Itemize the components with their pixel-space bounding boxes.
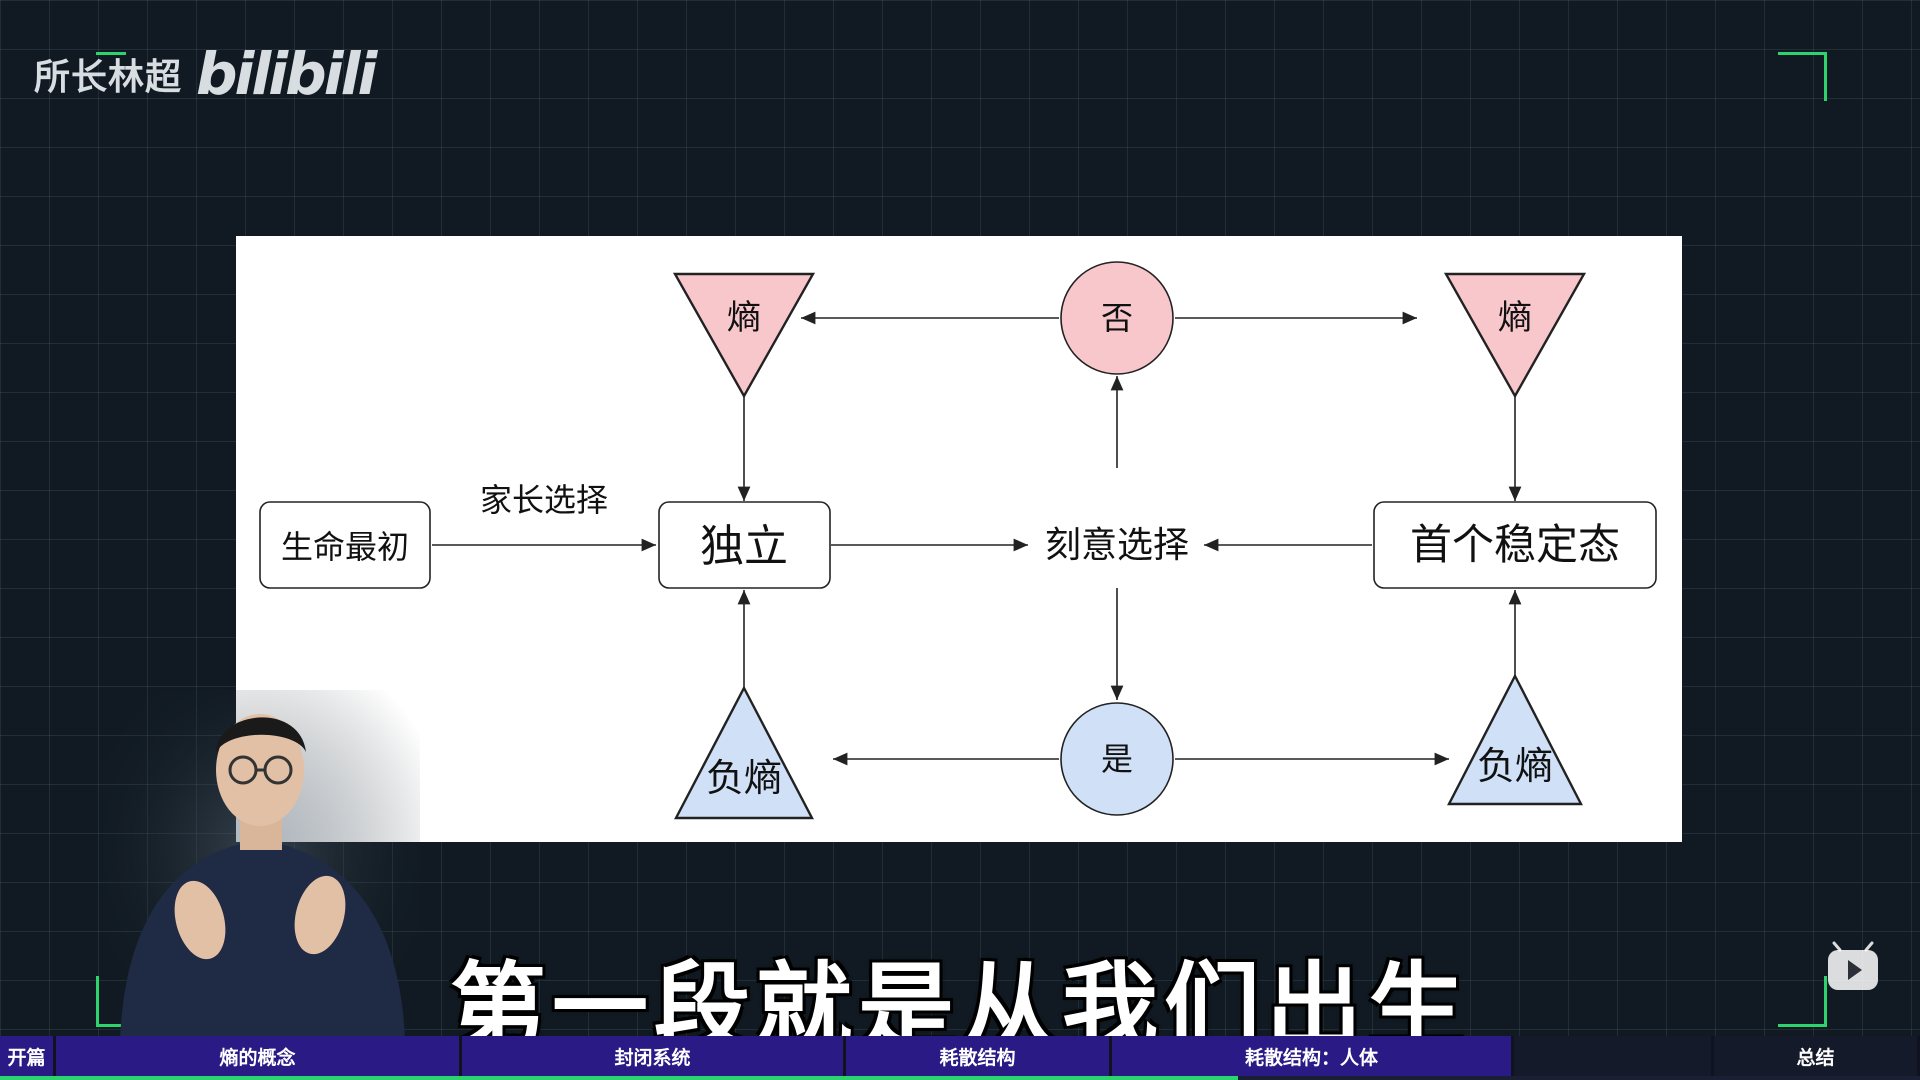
node-yes: 是 — [1101, 740, 1133, 778]
flow-diagram-canvas: 生命最初 独立 刻意选择 首个稳定态 家长选择 熵 熵 负熵 负熵 否 是 — [259, 261, 1657, 820]
node-deliberate-choice: 刻意选择 — [1045, 525, 1189, 566]
node-entropy-left-shape — [672, 272, 816, 399]
node-stable-box — [1373, 501, 1657, 589]
play-icon[interactable] — [1826, 940, 1880, 994]
chapter-closed-system[interactable]: 封闭系统 — [462, 1036, 846, 1076]
node-start-box — [259, 501, 431, 589]
bilibili-logo: bilibili — [196, 40, 377, 108]
chapter-unlabeled[interactable] — [1514, 1036, 1714, 1076]
edges — [432, 311, 1522, 766]
node-no-circle — [1060, 261, 1174, 375]
progress-fill — [0, 1076, 1239, 1080]
node-neg-entropy-right: 负熵 — [1477, 744, 1553, 788]
chapter-opening[interactable]: 开篇 — [0, 1036, 56, 1076]
channel-watermark: 所长林超 bilibili — [34, 40, 377, 108]
presenter-video — [100, 690, 420, 1042]
edge-label-parent-choice: 家长选择 — [480, 481, 608, 519]
node-first-stable-state: 首个稳定态 — [1410, 520, 1620, 569]
node-independent-box — [658, 501, 831, 589]
chapter-progress-bar[interactable]: 开篇 熵的概念 封闭系统 耗散结构 耗散结构：人体 总结 — [0, 1036, 1920, 1080]
chapter-summary[interactable]: 总结 — [1714, 1036, 1920, 1076]
frame-corner-bottom-right — [1778, 976, 1827, 1027]
node-yes-circle — [1060, 702, 1174, 816]
chapter-dissipative-human-body[interactable]: 耗散结构：人体 — [1112, 1036, 1514, 1076]
node-independent: 独立 — [700, 521, 788, 572]
frame-corner-top-right — [1778, 52, 1827, 101]
node-neg-entropy-left-shape — [674, 685, 814, 820]
frame-corner-top-left — [96, 52, 126, 55]
flow-diagram: 生命最初 独立 刻意选择 首个稳定态 家长选择 熵 熵 负熵 负熵 否 是 — [236, 236, 1682, 842]
node-neg-entropy-left: 负熵 — [706, 756, 782, 800]
chapter-dissipative-structure[interactable]: 耗散结构 — [846, 1036, 1112, 1076]
node-start: 生命最初 — [281, 528, 409, 566]
node-neg-entropy-right-shape — [1447, 673, 1583, 806]
node-entropy-left: 熵 — [727, 298, 761, 338]
node-entropy-right-shape — [1443, 272, 1587, 399]
node-entropy-right: 熵 — [1498, 298, 1532, 338]
node-no: 否 — [1101, 299, 1133, 337]
author-name: 所长林超 — [34, 57, 183, 98]
chapter-entropy-concept[interactable]: 熵的概念 — [56, 1036, 462, 1076]
